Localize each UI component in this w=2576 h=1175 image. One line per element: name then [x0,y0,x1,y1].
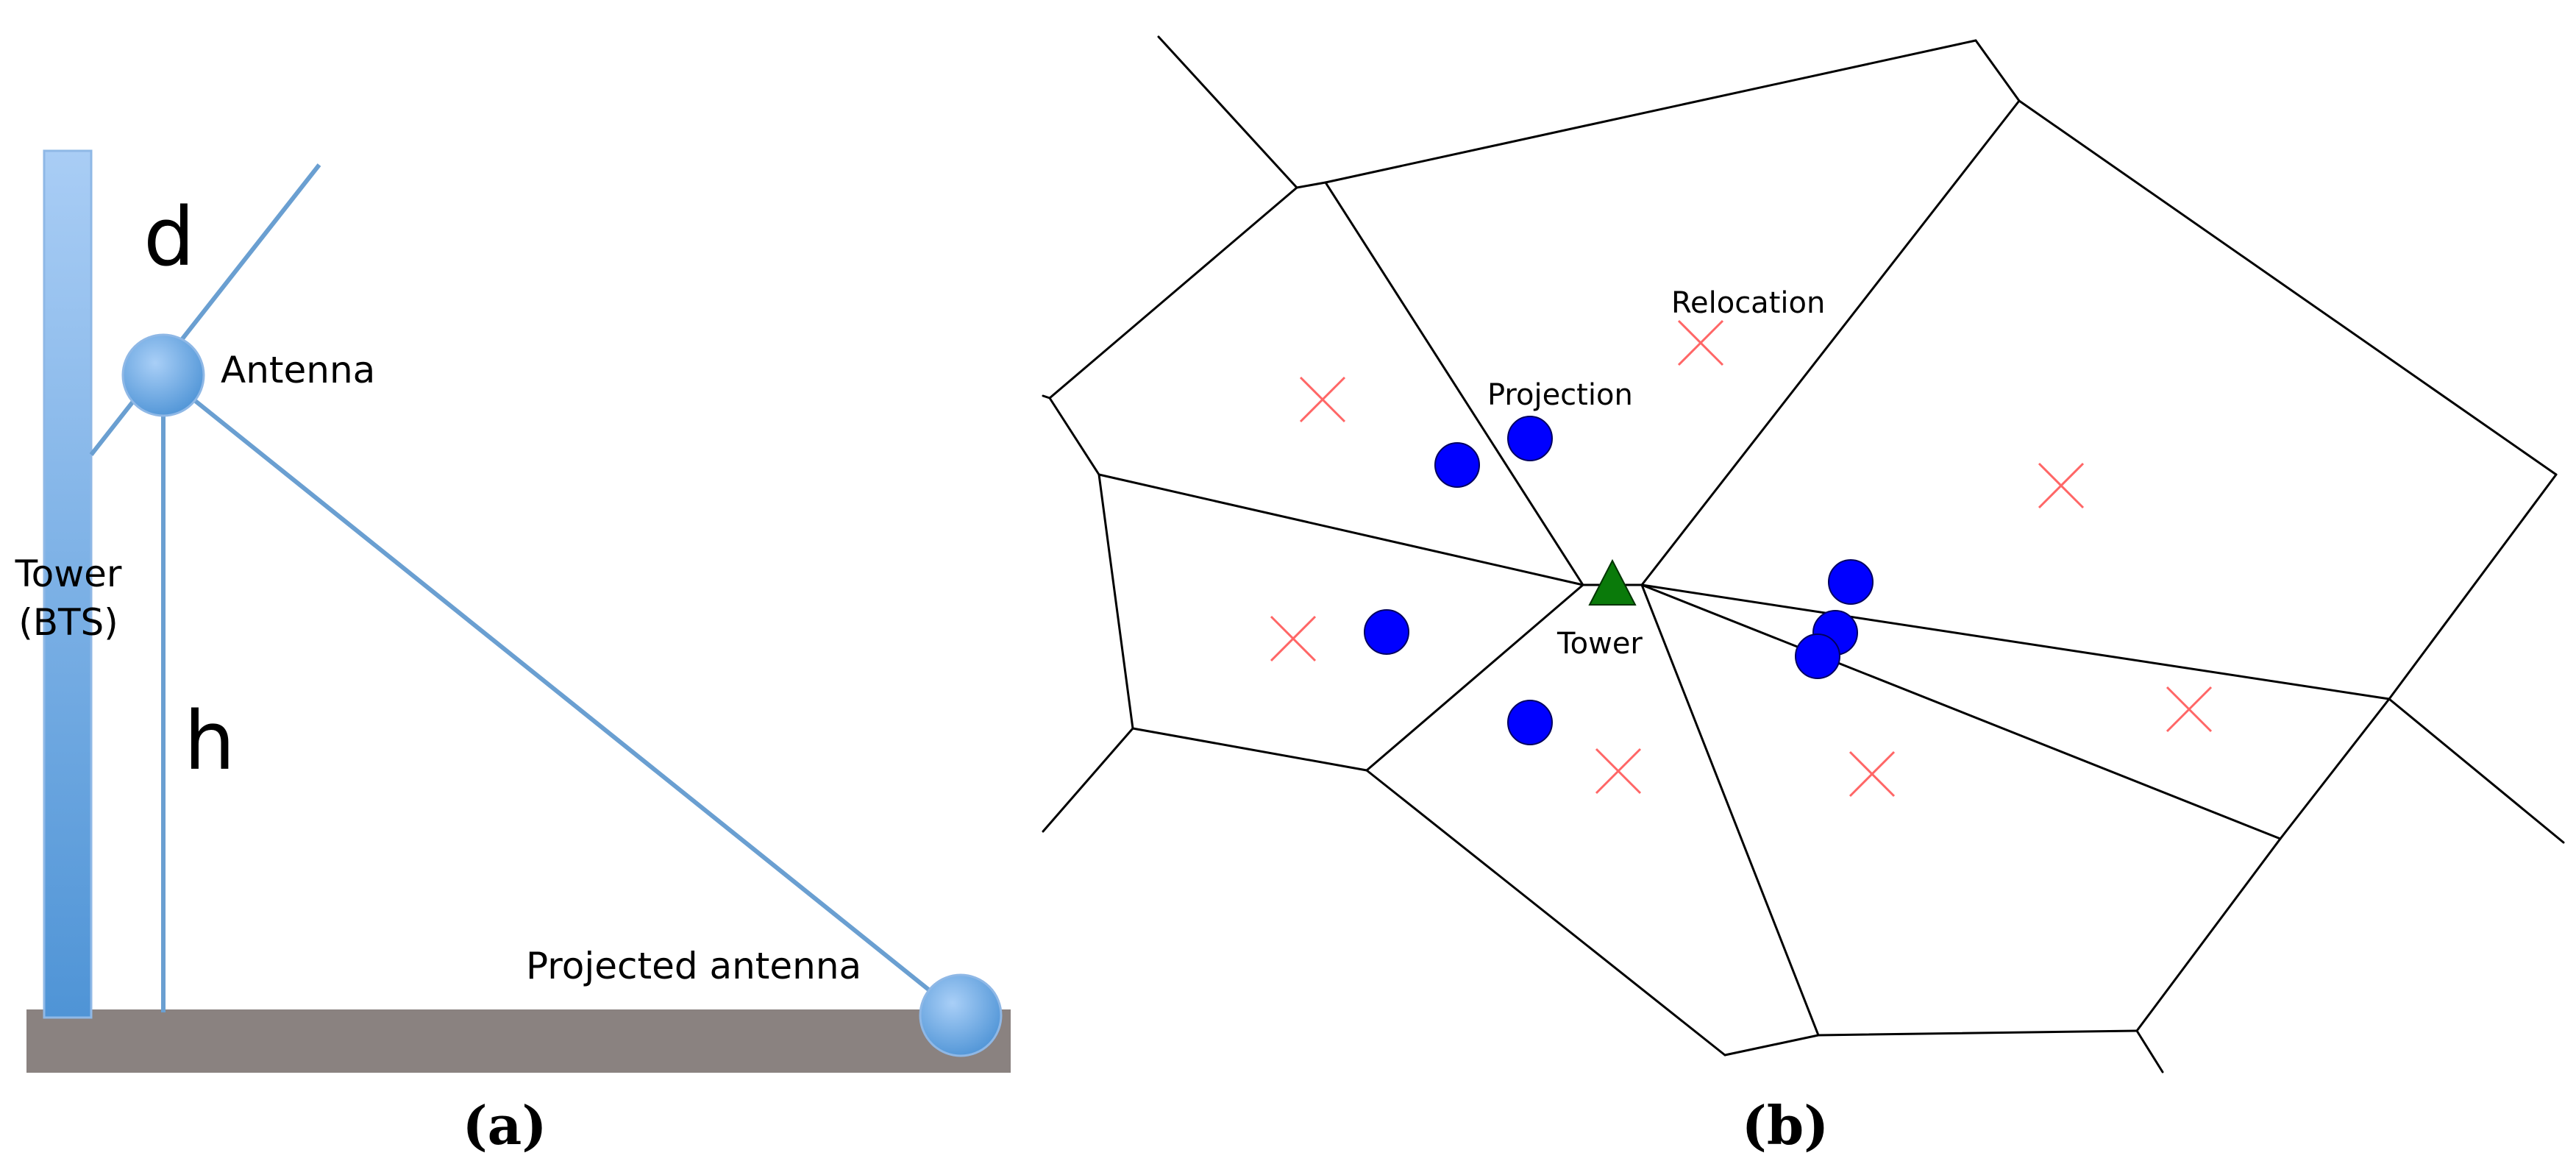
relocation-x-icon [1299,376,1346,423]
voronoi-edge [2388,473,2558,700]
relocation-x-icon [1677,319,1724,366]
relocation-markers [1270,319,2213,798]
label-antenna: Antenna [221,349,375,391]
projection-line [162,373,962,1018]
voronoi-edge [2388,697,2565,844]
voronoi-edge [1042,727,1134,833]
projection-dot-icon [1507,416,1553,461]
voronoi-edge [1640,583,2282,840]
voronoi-edge [1640,583,1820,1037]
relocation-x-icon [2166,686,2213,733]
voronoi-edge [1042,394,1051,400]
label-tower: Tower [15,553,122,595]
voronoi-edge [1157,35,1298,189]
label-relocation: Relocation [1671,286,1825,320]
voronoi-edge [1365,583,1584,772]
panel-b: Relocation Projection Tower (b) [1042,35,2565,1157]
projection-markers [1364,416,1874,745]
voronoi-edge [2135,837,2282,1032]
voronoi-edge [1723,1034,1820,1057]
voronoi-edge [2135,1029,2164,1073]
tower-bts [43,149,93,1019]
panel-a: d Antenna Tower (BTS) h Projected antenn… [15,149,1011,1157]
voronoi-edge [1974,39,2021,102]
tower-triangle-icon [1588,558,1637,606]
voronoi-edge [2279,697,2391,840]
antenna-direction-line [89,163,321,456]
voronoi-edge [1817,1029,2138,1037]
label-d: d [143,190,195,284]
voronoi-edge [1324,181,1584,586]
voronoi-edge [1640,99,2021,586]
label-tower-b: Tower [1556,627,1643,661]
relocation-x-icon [1270,615,1317,662]
relocation-x-icon [1849,750,1896,798]
label-h: h [184,694,235,788]
voronoi-edge [1097,473,1134,730]
relocation-x-icon [2038,462,2085,509]
voronoi-edge [1640,583,2391,700]
projection-dot-icon [1795,633,1840,679]
voronoi-edge [1131,727,1368,772]
voronoi-edge [1324,39,1977,184]
projection-dot-icon [1364,609,1409,655]
voronoi-edge [1365,769,1726,1057]
label-projection: Projection [1487,378,1633,412]
antenna-icon [121,333,205,417]
voronoi-edges [1042,35,2565,1073]
projection-dot-icon [1507,700,1553,745]
voronoi-edge [1295,181,1327,189]
relocation-x-icon [1595,748,1642,795]
projected-antenna-icon [919,973,1003,1057]
projection-dot-icon [1828,559,1874,605]
projection-dot-icon [1434,442,1480,488]
label-tower-bts: (BTS) [18,601,118,644]
ground [26,1009,1011,1073]
voronoi-edge [1048,186,1298,400]
voronoi-edge [1048,397,1100,476]
caption-b: (b) [1742,1094,1829,1157]
caption-a: (a) [463,1094,547,1157]
voronoi-edge [1097,473,1584,586]
label-projected-antenna: Projected antenna [526,945,861,987]
voronoi-edge [2018,99,2558,476]
